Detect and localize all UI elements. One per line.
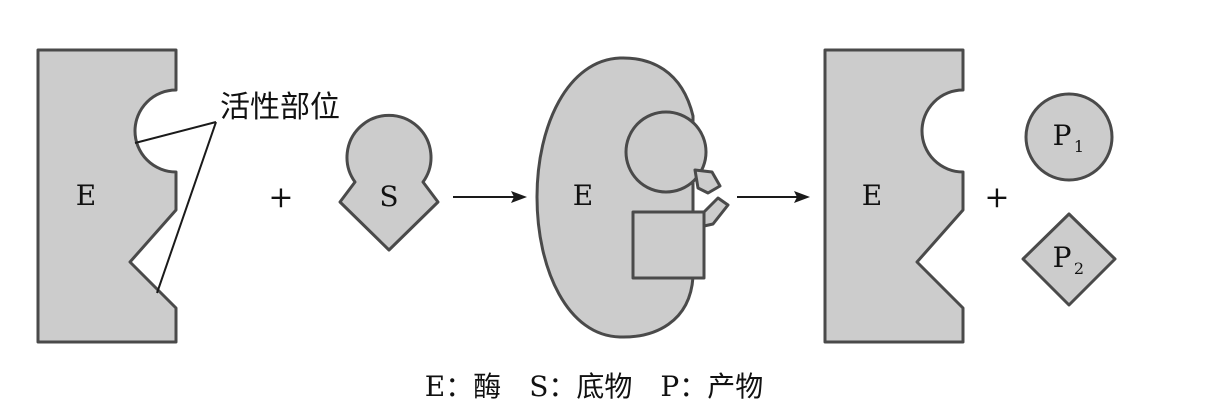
product-2-label: P <box>1053 241 1072 274</box>
enzyme-label-right: E <box>862 179 882 212</box>
reaction-arrow-2-head <box>794 191 810 203</box>
product-1-circle <box>1024 92 1114 182</box>
bound-substrate-circle <box>624 110 708 194</box>
reaction-arrow-1-head <box>511 191 527 203</box>
bound-product-arm <box>702 196 730 228</box>
active-site-pointer-lower <box>156 121 217 294</box>
bound-substrate-nub <box>693 168 722 195</box>
plus-sign-left: + <box>268 180 293 215</box>
product-2-diamond <box>1021 212 1117 307</box>
enzyme-label-left: E <box>76 179 96 212</box>
active-site-label: 活性部位 <box>220 90 340 125</box>
legend-text: E：酶 S：底物 P：产物 <box>425 370 763 403</box>
substrate-shape <box>338 113 440 252</box>
product-2-subscript: 2 <box>1074 259 1084 278</box>
enzyme-substrate-complex-body <box>535 56 695 339</box>
enzyme-shape-left <box>36 48 178 344</box>
enzyme-shape-right <box>823 48 965 344</box>
plus-sign-right: + <box>984 180 1009 215</box>
active-site-pointer-upper <box>134 121 217 144</box>
complex-enzyme-label: E <box>573 179 593 212</box>
product-1-label: P <box>1053 119 1072 152</box>
product-1-subscript: 1 <box>1074 137 1084 156</box>
bound-product-square <box>631 210 706 280</box>
substrate-label: S <box>379 180 398 213</box>
